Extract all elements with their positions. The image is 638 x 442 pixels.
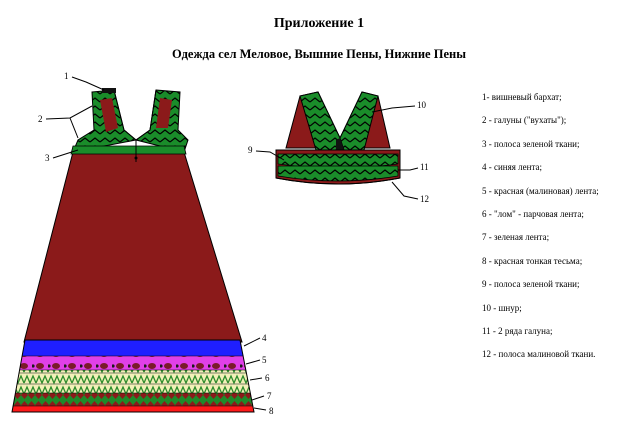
magenta-ribbon	[12, 356, 254, 370]
legend-item: 3 - полоса зеленой ткани;	[482, 138, 580, 149]
legend-item: 10 - шнур;	[482, 302, 522, 313]
callout-1: 1	[64, 71, 69, 81]
legend-item: 5 - красная (малиновая) лента;	[482, 185, 599, 196]
page-subtitle: Одежда сел Меловое, Вышние Пены, Нижние …	[172, 47, 466, 61]
bodice-drawing: 10 9 11 12	[248, 91, 429, 204]
legend-item: 11 - 2 ряда галуна;	[482, 325, 553, 336]
callout-10: 10	[417, 100, 427, 110]
sarafan-body	[23, 151, 243, 343]
callout-3: 3	[45, 153, 50, 163]
green-ribbon	[12, 393, 254, 406]
callout-4: 4	[262, 333, 267, 343]
legend-item: 4 - синяя лента;	[482, 162, 542, 173]
legend-item: 6 - "лом" - парчовая лента;	[482, 208, 584, 219]
blue-ribbon	[12, 340, 254, 356]
legend-item: 7 - зеленая лента;	[482, 232, 550, 243]
callout-5: 5	[262, 355, 267, 365]
callout-8: 8	[269, 406, 274, 416]
hem-bands	[12, 340, 254, 412]
page-title: Приложение 1	[273, 16, 365, 31]
legend-item: 1- вишневый бархат;	[482, 92, 562, 102]
callout-12: 12	[420, 194, 429, 204]
callout-11: 11	[420, 162, 429, 172]
callout-6: 6	[265, 373, 270, 383]
legend-item: 2 - галуны ("вухаты");	[482, 115, 567, 126]
callout-9: 9	[248, 145, 253, 155]
red-braid	[12, 406, 254, 412]
bust-stripe	[70, 145, 187, 155]
sarafan-drawing: 1 2 3 4 5 6 7 8	[11, 71, 274, 416]
legend-item: 12 - полоса малиновой ткани.	[482, 349, 596, 360]
sarafan-leaders	[45, 76, 267, 411]
callout-2: 2	[38, 114, 43, 124]
bodice-leaders	[255, 105, 419, 200]
callout-7: 7	[267, 391, 272, 401]
legend-item: 9 - полоса зеленой ткани;	[482, 279, 580, 290]
legend-item: 8 - красная тонкая тесьма;	[482, 255, 583, 266]
legend-list: 1- вишневый бархат; 2 - галуны ("вухаты"…	[482, 92, 638, 373]
bodice-galloon-2	[277, 165, 399, 182]
brocade-ribbon	[12, 370, 254, 393]
